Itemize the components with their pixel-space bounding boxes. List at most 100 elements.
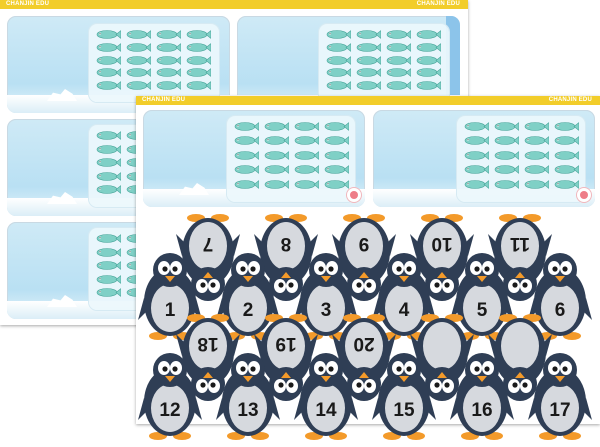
- fish-icon: [464, 165, 489, 175]
- penguin-icon: [410, 314, 474, 401]
- fish-row: [325, 81, 441, 91]
- penguin-icon: [410, 214, 474, 301]
- penguin-icon: [332, 214, 396, 301]
- fish-row: [95, 68, 211, 78]
- fish-icon: [156, 30, 181, 39]
- fish-panel: [457, 116, 585, 202]
- fish-icon: [464, 122, 489, 131]
- fish-icon: [386, 68, 411, 78]
- fish-icon: [524, 165, 549, 175]
- fish-icon: [126, 55, 151, 65]
- penguin-card: 14: [294, 346, 358, 442]
- fish-icon: [234, 136, 259, 146]
- fish-icon: [554, 179, 579, 189]
- penguin-icon: [450, 353, 514, 440]
- back-worksheet-page: CHANJIN EDU CHANJIN EDU: [0, 0, 468, 319]
- penguin-icon: [176, 314, 240, 401]
- fish-row: [233, 179, 349, 189]
- fish-icon: [96, 261, 121, 271]
- fish-icon: [156, 68, 181, 78]
- penguin-card-flipped: [488, 312, 552, 408]
- fish-icon: [356, 68, 381, 78]
- fish-icon: [186, 55, 211, 65]
- fish-icon: [554, 136, 579, 146]
- fish-icon: [416, 81, 441, 91]
- fish-icon: [494, 136, 519, 146]
- fish-icon: [326, 30, 351, 39]
- fish-icon: [264, 150, 289, 160]
- iceberg-icon: [47, 192, 77, 204]
- penguin-number: 3: [320, 300, 332, 321]
- penguin-card: 6: [528, 246, 592, 342]
- fish-icon: [96, 55, 121, 65]
- penguin-card-flipped: [410, 312, 474, 408]
- fish-panel: [319, 24, 449, 102]
- fish-icon: [234, 165, 259, 175]
- card-edge: [446, 16, 460, 113]
- penguin-icon: [138, 353, 202, 440]
- penguin-icon: [176, 214, 240, 301]
- fish-row: [95, 81, 211, 91]
- penguin-number: 16: [471, 400, 493, 421]
- fish-icon: [464, 179, 489, 189]
- fish-icon: [186, 30, 211, 39]
- fish-icon: [416, 30, 441, 39]
- fish-icon: [386, 55, 411, 65]
- penguin-number: 5: [476, 300, 488, 321]
- penguin-number: 17: [549, 400, 571, 421]
- penguin-icon: [332, 314, 396, 401]
- fish-icon: [326, 81, 351, 91]
- fish-icon: [156, 55, 181, 65]
- fish-icon: [96, 158, 121, 168]
- fish-icon: [524, 122, 549, 131]
- fish-row: [325, 55, 441, 65]
- fish-icon: [356, 81, 381, 91]
- fish-icon: [494, 165, 519, 175]
- fish-row: [95, 42, 211, 52]
- fish-card: [7, 16, 230, 113]
- fish-icon: [96, 42, 121, 52]
- penguin-icon: [488, 314, 552, 401]
- penguin-icon: [528, 253, 592, 340]
- fish-row: [463, 165, 579, 175]
- penguin-icon: [372, 353, 436, 440]
- brand-left: CHANJIN EDU: [142, 97, 186, 103]
- fish-panel: [89, 24, 219, 102]
- penguin-icon: [294, 253, 358, 340]
- fish-icon: [324, 165, 349, 175]
- penguin-icon: [488, 214, 552, 301]
- brand-right: CHANJIN EDU: [548, 97, 592, 103]
- fish-icon: [294, 165, 319, 175]
- fish-icon: [524, 150, 549, 160]
- fish-row: [233, 136, 349, 146]
- fish-icon: [356, 55, 381, 65]
- fish-card: [373, 110, 595, 207]
- fish-icon: [96, 81, 121, 91]
- fish-icon: [96, 144, 121, 154]
- fish-icon: [294, 179, 319, 189]
- fish-row: [233, 122, 349, 131]
- fish-icon: [326, 68, 351, 78]
- fish-icon: [386, 42, 411, 52]
- fish-row: [463, 179, 579, 189]
- fish-icon: [96, 30, 121, 39]
- fish-row: [463, 122, 579, 131]
- fish-icon: [156, 42, 181, 52]
- penguin-icon: [216, 353, 280, 440]
- penguin-card: 3: [294, 246, 358, 342]
- penguin-card: 15: [372, 346, 436, 442]
- penguin-number: 14: [315, 400, 337, 421]
- fish-icon: [264, 179, 289, 189]
- fish-icon: [156, 81, 181, 91]
- penguin-icon: [138, 253, 202, 340]
- penguin-number: 6: [554, 300, 566, 321]
- penguin-card: 12: [138, 346, 202, 442]
- penguin-number: 12: [159, 400, 181, 421]
- penguin-card-flipped: 9: [332, 212, 396, 308]
- fish-card: [143, 110, 365, 207]
- fish-icon: [96, 131, 121, 140]
- penguin-card-flipped: 7: [176, 212, 240, 308]
- fish-icon: [234, 150, 259, 160]
- fish-icon: [186, 68, 211, 78]
